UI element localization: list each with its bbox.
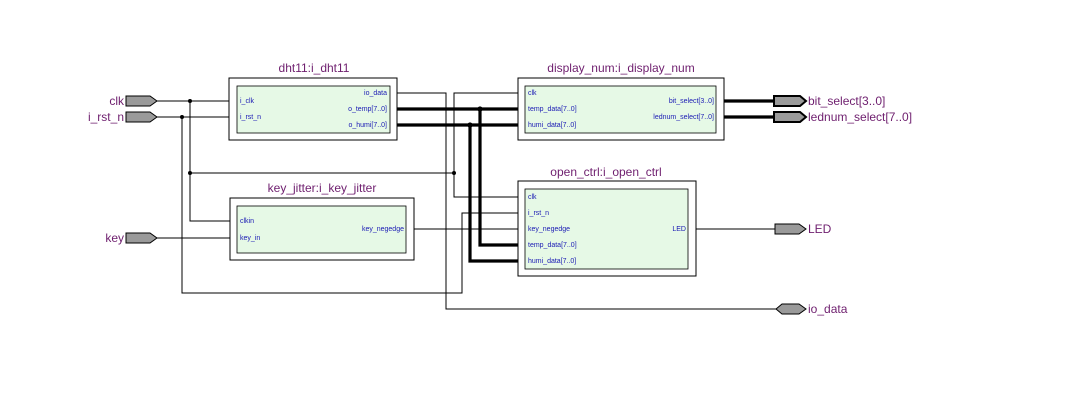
port-label: o_humi[7..0] [348, 122, 387, 129]
port-label: clk [528, 194, 537, 201]
junctions [180, 99, 483, 175]
output-pin-shape [774, 223, 807, 235]
bus-temp-to-openctrl [478, 109, 523, 247]
input-pin-shape [125, 95, 158, 107]
wire-clk-to-openctrl [453, 173, 523, 198]
wire-clk-to-key-jitter [189, 101, 237, 222]
junction-dot [467, 122, 473, 128]
block-open-ctrl[interactable]: open_ctrl:i_open_ctrl clk i_rst_n key_ne… [517, 165, 697, 277]
bidir-pin-io-data[interactable]: io_data [775, 302, 848, 316]
wire-io-data [394, 92, 777, 310]
wires [155, 92, 777, 310]
output-pin-bit-select[interactable]: bit_select[3..0] [773, 94, 885, 108]
port-label: i_clk [240, 98, 255, 105]
port-label: clk [528, 90, 537, 97]
input-pin-key[interactable]: key [105, 231, 158, 245]
pin-label: bit_select[3..0] [808, 94, 885, 108]
block-title: display_num:i_display_num [547, 61, 694, 75]
input-pin-rst[interactable]: i_rst_n [88, 110, 158, 124]
port-label: clkin [240, 218, 254, 225]
port-label: bit_select[3..0] [669, 98, 714, 105]
block-title: key_jitter:i_key_jitter [268, 181, 377, 195]
junction-dot [188, 99, 192, 103]
pin-label: key [105, 231, 124, 245]
block-dht11[interactable]: dht11:i_dht11 i_clk i_rst_n io_data o_te… [228, 61, 398, 141]
port-label: key_negedge [528, 226, 570, 233]
output-pin-led[interactable]: LED [774, 222, 832, 236]
output-pin-shape [773, 111, 808, 123]
port-label: i_rst_n [528, 210, 549, 217]
block-display-num[interactable]: display_num:i_display_num clk temp_data[… [517, 61, 725, 141]
port-label: LED [672, 226, 686, 233]
wire-clk-to-display [190, 92, 523, 174]
port-label: o_temp[7..0] [348, 106, 387, 113]
pin-label: LED [808, 222, 832, 236]
pin-label: i_rst_n [88, 110, 124, 124]
pin-label: clk [109, 94, 125, 108]
output-pin-shape [773, 95, 808, 107]
block-body [236, 85, 391, 134]
block-body [524, 188, 689, 270]
block-body [236, 205, 407, 254]
bus-humi-to-openctrl [468, 125, 523, 263]
port-label: key_negedge [362, 226, 404, 233]
port-label: humi_data[7..0] [528, 258, 576, 265]
port-label: humi_data[7..0] [528, 122, 576, 129]
port-label: temp_data[7..0] [528, 242, 577, 249]
output-pin-lednum-select[interactable]: lednum_select[7..0] [773, 110, 912, 124]
pin-label: io_data [808, 302, 848, 316]
input-pin-shape [125, 111, 158, 123]
port-label: i_rst_n [240, 114, 261, 121]
block-title: open_ctrl:i_open_ctrl [550, 165, 661, 179]
port-label: io_data [364, 90, 387, 97]
junction-dot [452, 171, 456, 175]
pin-label: lednum_select[7..0] [808, 110, 912, 124]
bidir-pin-shape [775, 303, 807, 315]
junction-dot [188, 171, 192, 175]
block-key-jitter[interactable]: key_jitter:i_key_jitter clkin key_in key… [229, 181, 415, 261]
junction-dot [180, 115, 184, 119]
port-label: lednum_select[7..0] [653, 114, 714, 121]
junction-dot [477, 106, 483, 112]
block-body [524, 85, 717, 134]
port-label: temp_data[7..0] [528, 106, 577, 113]
input-pin-clk[interactable]: clk [109, 94, 158, 108]
wire-rst-to-openctrl [181, 117, 523, 294]
port-label: key_in [240, 235, 260, 242]
input-pin-shape [125, 232, 158, 244]
block-title: dht11:i_dht11 [279, 61, 350, 75]
